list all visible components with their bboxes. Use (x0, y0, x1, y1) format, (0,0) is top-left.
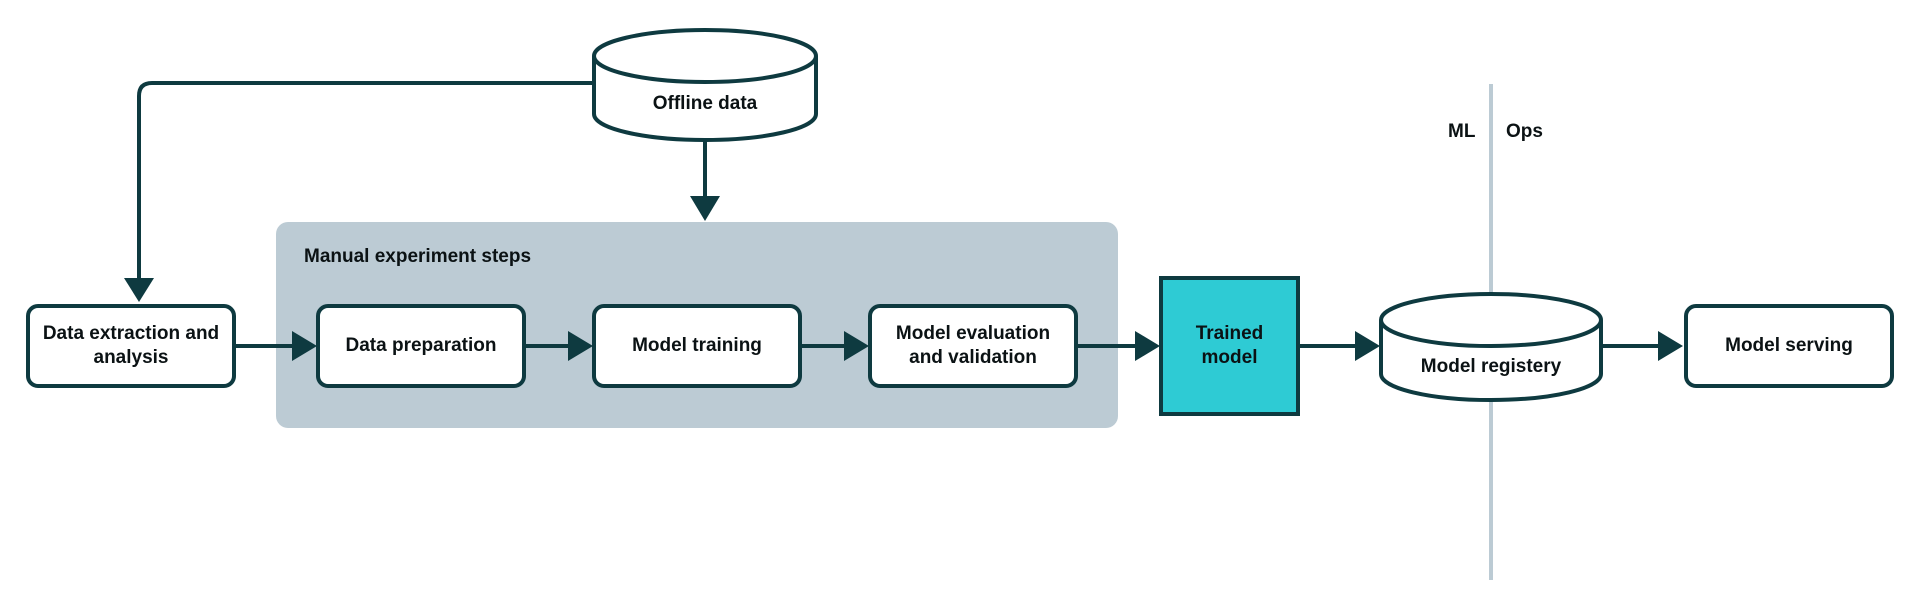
trained-model-node[interactable]: Trained model (1159, 276, 1300, 416)
model-serving-node[interactable]: Model serving (1684, 304, 1894, 388)
ml-label: ML (1448, 121, 1476, 142)
arrowhead-training-to-evaluation (844, 331, 869, 361)
model-registry-label: Model registery (1420, 356, 1562, 377)
ops-label: Ops (1506, 121, 1543, 142)
model-training-node[interactable]: Model training (592, 304, 802, 388)
arrowhead-offline-to-group (690, 196, 720, 221)
offline-data-cylinder (592, 28, 818, 142)
model-registry-cylinder (1379, 292, 1603, 402)
model-training-label: Model training (632, 335, 762, 356)
arrowhead-preparation-to-training (568, 331, 593, 361)
connector-offline-to-extraction (137, 81, 594, 280)
arrowhead-extraction-to-preparation (292, 331, 317, 361)
model-evaluation-node[interactable]: Model evaluation and validation (868, 304, 1078, 388)
manual-experiment-label: Manual experiment steps (304, 246, 532, 267)
arrowhead-evaluation-to-trained (1135, 331, 1160, 361)
trained-model-label: Trained model (1195, 323, 1264, 368)
model-serving-label: Model serving (1725, 335, 1853, 356)
data-preparation-label: Data preparation (345, 335, 497, 356)
arrowhead-registry-to-serving (1658, 331, 1683, 361)
data-extraction-node[interactable]: Data extraction and analysis (26, 304, 236, 388)
model-evaluation-label: Model evaluation and validation (895, 323, 1051, 368)
arrowhead-trained-to-registry (1355, 331, 1380, 361)
arrowhead-offline-to-extraction (124, 278, 154, 302)
offline-data-label: Offline data (652, 93, 758, 114)
data-extraction-label: Data extraction and analysis (42, 323, 220, 368)
data-preparation-node[interactable]: Data preparation (316, 304, 526, 388)
